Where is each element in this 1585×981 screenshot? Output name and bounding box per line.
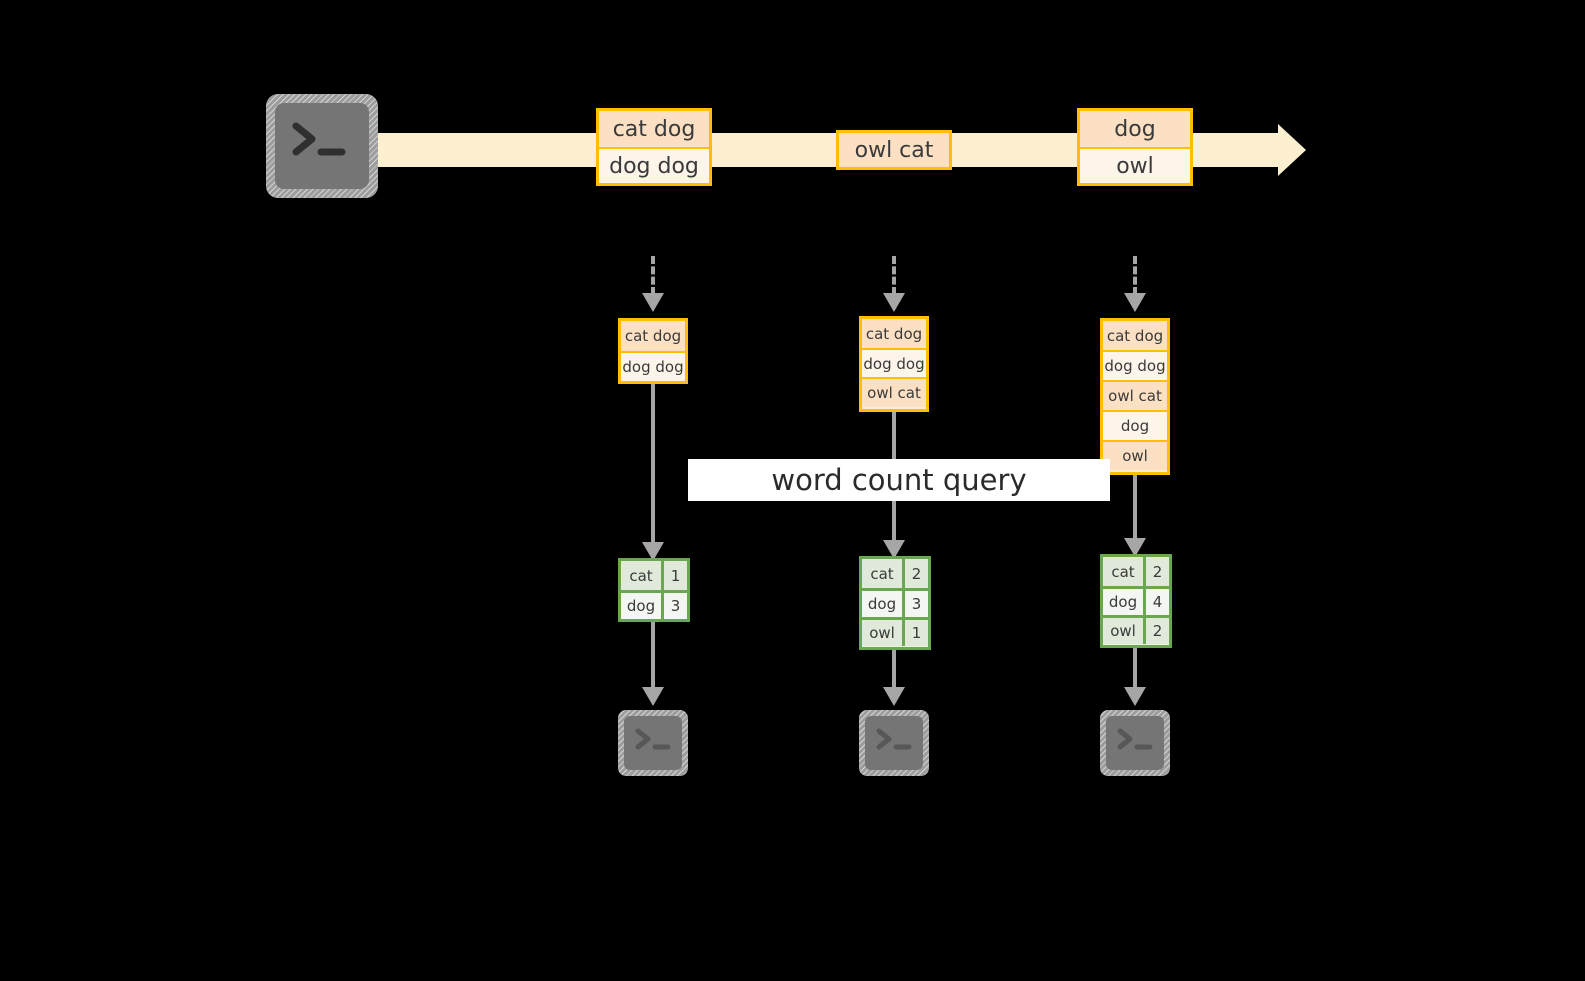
- result-row: cat 2: [1103, 557, 1169, 586]
- snapshot-input-row: owl cat: [862, 377, 926, 407]
- result-row: dog 3: [621, 590, 687, 619]
- query-line-1: [651, 384, 655, 564]
- query-label: word count query: [688, 459, 1110, 501]
- snapshot-trigger-line-3: [1133, 256, 1137, 295]
- snapshot-input-row: cat dog: [1103, 321, 1167, 350]
- snapshot-trigger-line-1: [651, 256, 655, 295]
- result-count: 1: [902, 620, 928, 646]
- snapshot-output-2[interactable]: cat 2 dog 3 owl 1: [859, 556, 931, 650]
- query-arrow-3: [1124, 538, 1146, 557]
- sink-line-2: [892, 650, 896, 700]
- sink-arrow-1: [642, 687, 664, 706]
- result-word: dog: [862, 591, 902, 617]
- snapshot-input-3[interactable]: cat dog dog dog owl cat dog owl: [1100, 318, 1170, 475]
- snapshot-output-3[interactable]: cat 2 dog 4 owl 2: [1100, 554, 1172, 648]
- snapshot-trigger-arrow-3: [1124, 293, 1146, 312]
- prompt-glyph-icon: [292, 122, 346, 156]
- stream-event-row: owl cat: [839, 133, 949, 167]
- snapshot-sink-terminal-2-icon[interactable]: [859, 710, 929, 776]
- result-row: cat 2: [862, 559, 928, 588]
- snapshot-output-1[interactable]: cat 1 dog 3: [618, 558, 690, 622]
- result-word: dog: [621, 593, 661, 619]
- query-arrow-1: [642, 542, 664, 561]
- prompt-glyph-icon: [635, 728, 671, 750]
- snapshot-input-row: dog dog: [1103, 350, 1167, 380]
- snapshot-input-row: cat dog: [862, 319, 926, 348]
- snapshot-input-row: cat dog: [621, 321, 685, 351]
- terminal-screen: [275, 103, 369, 189]
- stream-event-row: cat dog: [599, 111, 709, 147]
- result-row: cat 1: [621, 561, 687, 590]
- stream-source-terminal-icon[interactable]: [266, 94, 378, 198]
- result-word: owl: [1103, 618, 1143, 644]
- snapshot-sink-terminal-3-icon[interactable]: [1100, 710, 1170, 776]
- result-count: 3: [902, 591, 928, 617]
- sink-line-1: [651, 622, 655, 700]
- terminal-screen: [865, 716, 923, 770]
- stream-event-row: dog: [1080, 111, 1190, 147]
- snapshot-trigger-arrow-2: [883, 293, 905, 312]
- result-word: dog: [1103, 589, 1143, 615]
- stream-event-row: owl: [1080, 147, 1190, 183]
- snapshot-trigger-arrow-1: [642, 293, 664, 312]
- snapshot-input-2[interactable]: cat dog dog dog owl cat: [859, 316, 929, 412]
- snapshot-trigger-line-2: [892, 256, 896, 295]
- sink-line-3: [1133, 648, 1137, 700]
- result-row: dog 3: [862, 588, 928, 617]
- result-word: cat: [621, 561, 661, 590]
- result-count: 2: [1143, 618, 1169, 644]
- snapshot-input-row: owl cat: [1103, 380, 1167, 410]
- stream-event-3[interactable]: dog owl: [1077, 108, 1193, 186]
- prompt-glyph-icon: [1117, 728, 1153, 750]
- result-count: 4: [1143, 589, 1169, 615]
- result-count: 1: [661, 561, 687, 590]
- prompt-glyph-icon: [876, 728, 912, 750]
- stream-event-row: dog dog: [599, 147, 709, 183]
- stream-event-1[interactable]: cat dog dog dog: [596, 108, 712, 186]
- result-count: 2: [902, 559, 928, 588]
- result-count: 2: [1143, 557, 1169, 586]
- snapshot-input-row: owl: [1103, 440, 1167, 470]
- result-word: owl: [862, 620, 902, 646]
- result-count: 3: [661, 593, 687, 619]
- sink-arrow-2: [883, 687, 905, 706]
- snapshot-input-row: dog dog: [862, 348, 926, 377]
- sink-arrow-3: [1124, 687, 1146, 706]
- result-word: cat: [1103, 557, 1143, 586]
- result-row: dog 4: [1103, 586, 1169, 615]
- stream-event-2[interactable]: owl cat: [836, 130, 952, 170]
- query-arrow-2: [883, 540, 905, 559]
- snapshot-input-row: dog: [1103, 410, 1167, 440]
- query-line-3: [1133, 475, 1137, 562]
- snapshot-sink-terminal-1-icon[interactable]: [618, 710, 688, 776]
- result-row: owl 1: [862, 617, 928, 646]
- terminal-screen: [624, 716, 682, 770]
- result-row: owl 2: [1103, 615, 1169, 644]
- terminal-screen: [1106, 716, 1164, 770]
- stream-arrowhead: [1278, 124, 1306, 176]
- snapshot-input-row: dog dog: [621, 351, 685, 381]
- result-word: cat: [862, 559, 902, 588]
- snapshot-input-1[interactable]: cat dog dog dog: [618, 318, 688, 384]
